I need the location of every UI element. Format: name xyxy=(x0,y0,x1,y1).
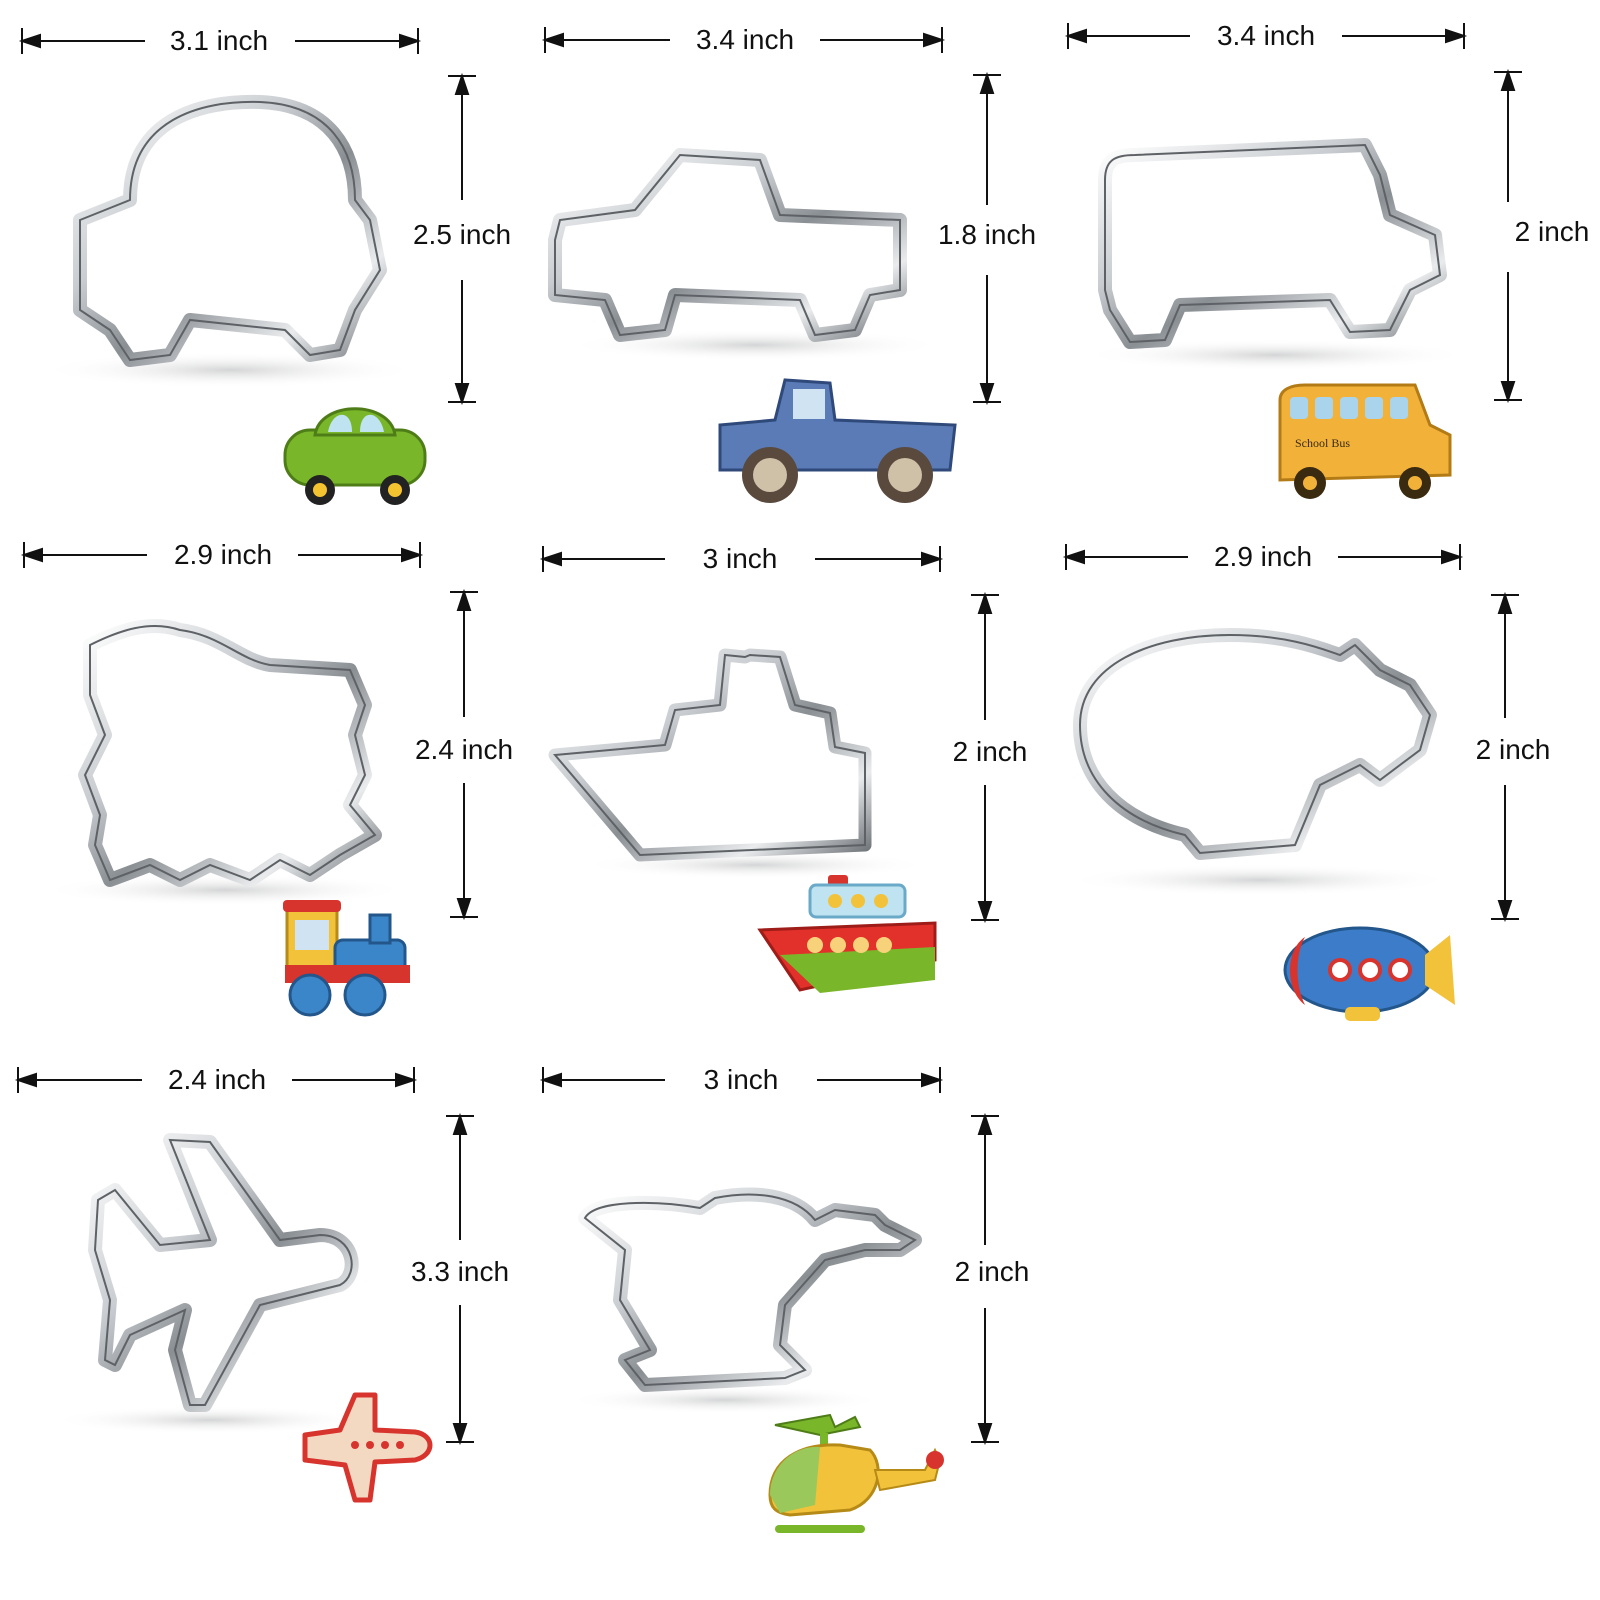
school-bus-height-label: 2 inch xyxy=(1506,215,1598,249)
airplane-height-label: 3.3 inch xyxy=(402,1255,518,1289)
train-cutter-icon xyxy=(40,618,410,906)
cutter-card-ship: 3 inch 2 inch xyxy=(535,535,1065,1065)
airplane-cookie-icon xyxy=(302,1392,433,1503)
ship-width-label: 3 inch xyxy=(694,542,786,576)
train-height-label: 2.4 inch xyxy=(406,733,522,767)
helicopter-height-label: 2 inch xyxy=(946,1255,1038,1289)
car-width-label: 3.1 inch xyxy=(161,24,277,58)
ship-cookie-icon xyxy=(757,875,937,993)
car-cutter-icon xyxy=(40,94,420,388)
dimension-lines xyxy=(1062,544,1519,923)
dimension-lines xyxy=(541,27,1001,406)
blimp-cutter-icon xyxy=(1065,628,1455,896)
airplane-width-label: 2.4 inch xyxy=(159,1063,275,1097)
cutter-card-car: 3.1 inch 2.5 inch xyxy=(10,10,540,540)
ship-cutter-icon xyxy=(548,648,930,879)
train-width-label: 2.9 inch xyxy=(165,538,281,572)
cutter-card-school-bus: School Bus 3.4 inch 2 inch xyxy=(1060,10,1598,540)
school-bus-width-label: 3.4 inch xyxy=(1208,19,1324,53)
school-bus-cookie-text: School Bus xyxy=(1295,436,1350,450)
helicopter-width-label: 3 inch xyxy=(695,1063,787,1097)
school-bus-cookie-icon: School Bus xyxy=(1278,383,1452,499)
cutter-card-pickup-truck: 3.4 inch 1.8 inch xyxy=(535,10,1065,540)
cutter-card-airplane: 2.4 inch 3.3 inch xyxy=(10,1060,540,1590)
blimp-width-label: 2.9 inch xyxy=(1205,540,1321,574)
train-cookie-icon xyxy=(283,900,410,1017)
airplane-cutter-icon xyxy=(50,1133,370,1434)
pickup-truck-width-label: 3.4 inch xyxy=(687,23,803,57)
pickup-truck-cutter-icon xyxy=(548,148,945,361)
school-bus-cutter-icon xyxy=(1080,138,1470,371)
cutter-card-helicopter: 3 inch 2 inch xyxy=(535,1060,1065,1590)
dimension-lines xyxy=(1064,23,1522,404)
ship-height-label: 2 inch xyxy=(944,735,1036,769)
blimp-cookie-icon xyxy=(1283,926,1455,1021)
dimension-lines xyxy=(14,1067,474,1446)
dimension-lines xyxy=(18,28,476,406)
car-cookie-icon xyxy=(283,407,427,505)
blimp-height-label: 2 inch xyxy=(1467,733,1559,767)
dimension-lines xyxy=(20,542,478,921)
helicopter-cutter-icon xyxy=(565,1187,922,1414)
cutter-card-train: 2.9 inch 2.4 inch xyxy=(10,535,540,1065)
cutter-card-blimp: 2.9 inch 2 inch xyxy=(1060,535,1590,1065)
dimension-lines xyxy=(539,1067,999,1446)
helicopter-cookie-icon xyxy=(768,1413,944,1533)
car-height-label: 2.5 inch xyxy=(404,218,520,252)
dimension-lines xyxy=(539,546,999,924)
pickup-truck-height-label: 1.8 inch xyxy=(929,218,1045,252)
pickup-truck-cookie-icon xyxy=(718,378,957,503)
